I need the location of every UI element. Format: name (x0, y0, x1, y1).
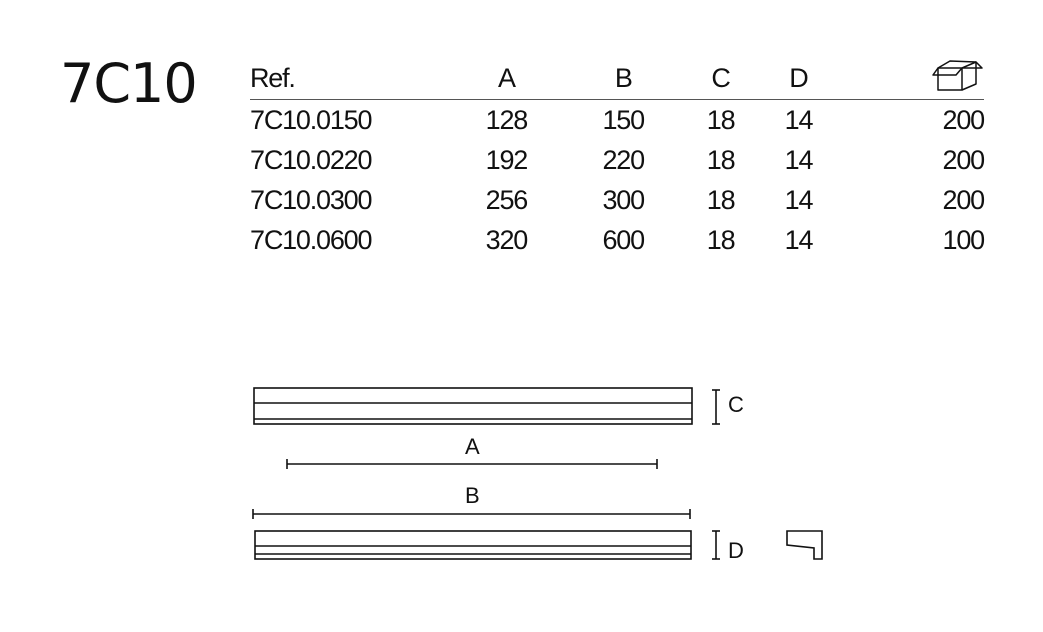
cell-quantity: 200 (942, 104, 986, 135)
cell-b: 220 (602, 144, 645, 175)
header-quantity (837, 58, 984, 100)
product-code: 7C10 (60, 52, 198, 115)
cell-d: 14 (784, 104, 814, 135)
cell-a: 320 (485, 224, 529, 255)
cell-ref: 7C10.0150 (250, 104, 373, 135)
dimension-c-marker (712, 389, 720, 425)
table-row: 7C10.0300 256 300 18 14 200 (250, 180, 986, 220)
handle-side-view (254, 530, 692, 560)
dimension-d-marker (712, 530, 720, 560)
table-row: 7C10.0220 192 220 18 14 200 (250, 140, 986, 180)
cell-quantity: 200 (942, 184, 986, 215)
dimension-b-label: B (465, 483, 480, 508)
cell-ref: 7C10.0220 (250, 144, 373, 175)
header-b: B (564, 58, 682, 100)
cell-c: 18 (706, 104, 736, 135)
dimension-c-label: C (728, 392, 744, 417)
table-header-row: Ref. A B C D (250, 58, 984, 100)
box-icon (932, 58, 984, 99)
cell-c: 18 (706, 144, 736, 175)
header-c: C (681, 58, 760, 100)
header-d: D (759, 58, 838, 100)
dimension-d-label: D (728, 538, 744, 563)
dimension-a-line (286, 459, 658, 469)
cell-b: 600 (602, 224, 645, 255)
header-a: A (448, 58, 565, 100)
cell-ref: 7C10.0600 (250, 224, 373, 255)
cell-quantity: 100 (942, 224, 986, 255)
cell-b: 150 (602, 104, 645, 135)
cell-d: 14 (784, 184, 814, 215)
cell-c: 18 (706, 224, 736, 255)
cell-b: 300 (602, 184, 645, 215)
cell-d: 14 (784, 224, 814, 255)
profile-section-icon (786, 530, 823, 560)
cell-a: 192 (485, 144, 529, 175)
dimension-a-label: A (465, 434, 480, 459)
dimensions-table: Ref. A B C D 7C10.0150 128 (250, 58, 986, 260)
cell-quantity: 200 (942, 144, 986, 175)
cell-d: 14 (784, 144, 814, 175)
dimension-b-line (252, 509, 691, 519)
cell-c: 18 (706, 184, 736, 215)
cell-a: 256 (485, 184, 529, 215)
table-row: 7C10.0150 128 150 18 14 200 (250, 100, 986, 141)
header-ref: Ref. (250, 58, 448, 100)
cell-ref: 7C10.0300 (250, 184, 373, 215)
handle-top-view (253, 387, 693, 425)
table-row: 7C10.0600 320 600 18 14 100 (250, 220, 986, 260)
cell-a: 128 (485, 104, 529, 135)
